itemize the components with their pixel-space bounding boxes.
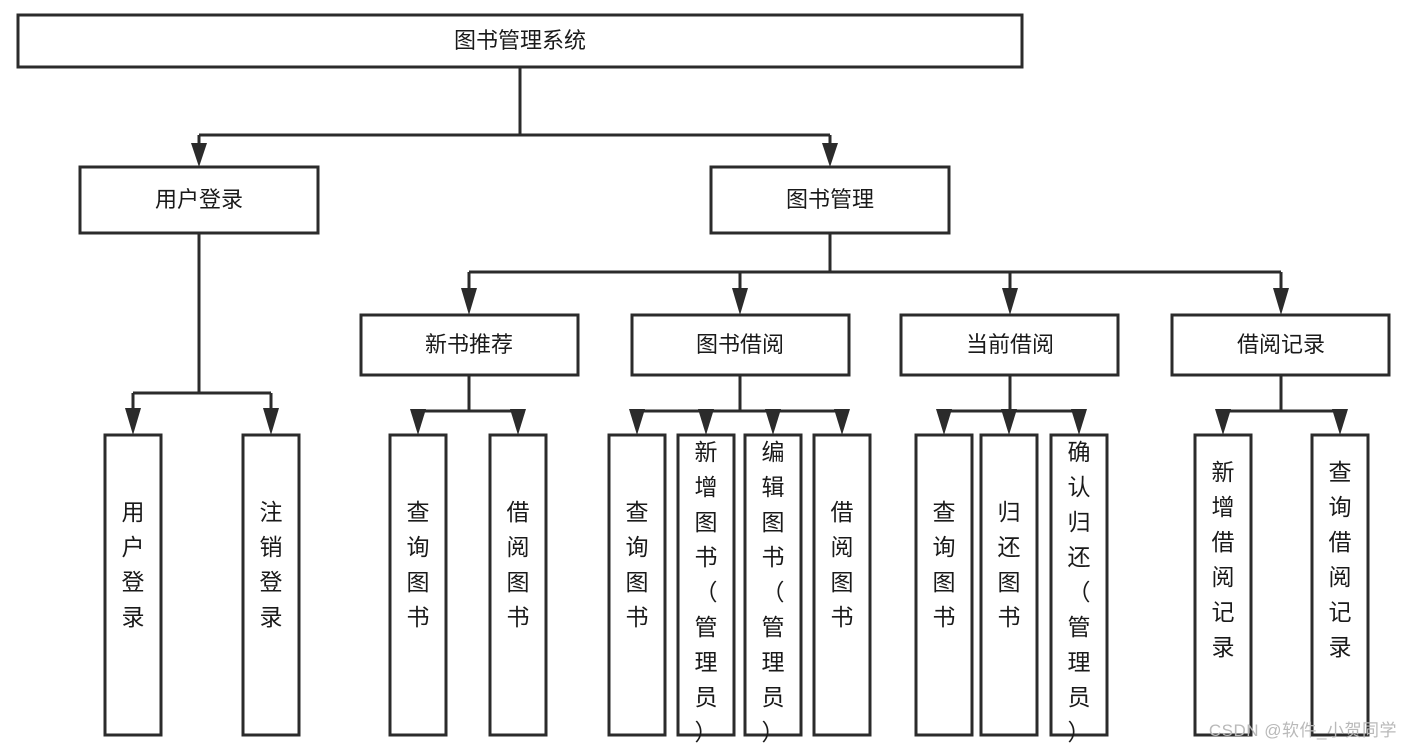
leaf-query-record-label: 查询借阅记录 — [1329, 459, 1352, 660]
leaf-query-book-1-label: 查询图书 — [407, 499, 430, 630]
node-leaf-return-book[interactable]: 归还图书 — [979, 433, 1039, 737]
leaf-user-logout-box[interactable] — [241, 433, 301, 737]
arrowhead-leaf-confirm-return — [1071, 409, 1087, 435]
arrowhead-leaf-user-logout — [263, 408, 279, 435]
borrow-record-label: 借阅记录 — [1237, 332, 1325, 357]
new-book-recommend-box[interactable] — [359, 313, 580, 377]
arrowhead-leaf-add-book — [698, 409, 714, 435]
node-leaf-add-book[interactable]: 新增图书（管理员） — [676, 433, 736, 745]
leaf-edit-book-box[interactable] — [743, 433, 803, 737]
node-leaf-borrow-book-2[interactable]: 借阅图书 — [812, 433, 872, 737]
root-label: 图书管理系统 — [454, 28, 586, 53]
arrowhead-new-book — [461, 288, 477, 315]
root-box[interactable] — [16, 13, 1024, 69]
node-leaf-user-login[interactable]: 用户登录 — [103, 433, 163, 737]
leaf-query-book-1-box[interactable] — [388, 433, 448, 737]
arrowhead-book-manage — [822, 143, 838, 167]
node-user-login[interactable]: 用户登录 — [78, 165, 320, 235]
leaf-user-logout-label: 注销登录 — [260, 499, 283, 630]
current-borrow-label: 当前借阅 — [966, 332, 1054, 357]
leaf-borrow-book-2-box[interactable] — [812, 433, 872, 737]
arrowhead-leaf-query-book-1 — [410, 409, 426, 435]
node-leaf-user-logout[interactable]: 注销登录 — [241, 433, 301, 737]
node-leaf-add-record[interactable]: 新增借阅记录 — [1193, 433, 1253, 737]
arrowhead-user-login — [191, 143, 207, 167]
leaf-query-book-3-box[interactable] — [914, 433, 974, 737]
connector-group — [125, 67, 1348, 435]
book-borrow-label: 图书借阅 — [696, 332, 784, 357]
arrowhead-leaf-borrow-book-2 — [834, 409, 850, 435]
leaf-user-login-box[interactable] — [103, 433, 163, 737]
arrowhead-leaf-edit-book — [765, 409, 781, 435]
node-current-borrow[interactable]: 当前借阅 — [899, 313, 1120, 377]
node-leaf-query-record[interactable]: 查询借阅记录 — [1310, 433, 1370, 737]
arrowhead-current-borrow — [1002, 288, 1018, 315]
leaf-add-record-label: 新增借阅记录 — [1212, 459, 1235, 660]
borrow-record-box[interactable] — [1170, 313, 1391, 377]
node-leaf-confirm-return[interactable]: 确认归还（管理员） — [1049, 433, 1109, 745]
user-login-label: 用户登录 — [155, 187, 243, 212]
leaf-add-book-label: 新增图书（管理员） — [695, 439, 718, 745]
leaf-return-book-box[interactable] — [979, 433, 1039, 737]
leaf-edit-book-label: 编辑图书（管理员） — [762, 439, 785, 745]
current-borrow-box[interactable] — [899, 313, 1120, 377]
arrowhead-leaf-return-book — [1001, 409, 1017, 435]
arrowhead-leaf-query-book-2 — [629, 409, 645, 435]
leaf-query-book-2-box[interactable] — [607, 433, 667, 737]
node-leaf-borrow-book-1[interactable]: 借阅图书 — [488, 433, 548, 737]
book-borrow-box[interactable] — [630, 313, 851, 377]
node-leaf-query-book-3[interactable]: 查询图书 — [914, 433, 974, 737]
leaf-borrow-book-1-box[interactable] — [488, 433, 548, 737]
node-root[interactable]: 图书管理系统 — [16, 13, 1024, 69]
leaf-add-book-box[interactable] — [676, 433, 736, 737]
book-manage-label: 图书管理 — [786, 187, 874, 212]
book-manage-box[interactable] — [709, 165, 951, 235]
leaf-query-book-3-label: 查询图书 — [933, 499, 956, 630]
arrowhead-leaf-borrow-book-1 — [510, 409, 526, 435]
node-book-borrow[interactable]: 图书借阅 — [630, 313, 851, 377]
arrowhead-book-borrow — [732, 288, 748, 315]
leaf-confirm-return-label: 确认归还（管理员） — [1068, 439, 1091, 745]
arrowhead-leaf-query-book-3 — [936, 409, 952, 435]
node-leaf-query-book-2[interactable]: 查询图书 — [607, 433, 667, 737]
leaf-confirm-return-box[interactable] — [1049, 433, 1109, 737]
arrowhead-leaf-add-record — [1215, 409, 1231, 435]
new-book-recommend-label: 新书推荐 — [425, 332, 513, 357]
leaf-return-book-label: 归还图书 — [998, 499, 1021, 630]
user-login-box[interactable] — [78, 165, 320, 235]
node-new-book-recommend[interactable]: 新书推荐 — [359, 313, 580, 377]
leaf-borrow-book-1-label: 借阅图书 — [507, 499, 530, 630]
arrowhead-leaf-user-login — [125, 408, 141, 435]
node-book-manage[interactable]: 图书管理 — [709, 165, 951, 235]
node-borrow-record[interactable]: 借阅记录 — [1170, 313, 1391, 377]
node-leaf-edit-book[interactable]: 编辑图书（管理员） — [743, 433, 803, 745]
arrowhead-leaf-query-record — [1332, 409, 1348, 435]
leaf-borrow-book-2-label: 借阅图书 — [831, 499, 854, 630]
leaf-add-record-box[interactable] — [1193, 433, 1253, 737]
arrowhead-borrow-record — [1273, 288, 1289, 315]
leaf-query-record-box[interactable] — [1310, 433, 1370, 737]
node-leaf-query-book-1[interactable]: 查询图书 — [388, 433, 448, 737]
leaf-query-book-2-label: 查询图书 — [626, 499, 649, 630]
leaf-user-login-label: 用户登录 — [122, 499, 145, 630]
